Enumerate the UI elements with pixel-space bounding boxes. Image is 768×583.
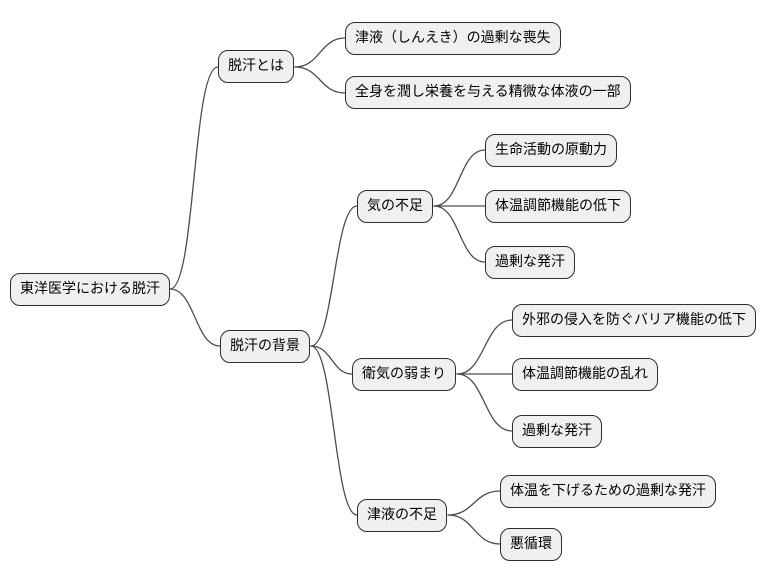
node-excess-sweat-eki: 過剰な発汗 — [512, 415, 602, 448]
connector-ki-ki3 — [433, 205, 486, 263]
node-shineki-deficiency: 津液の不足 — [357, 499, 447, 532]
node-shineki-loss: 津液（しんえき）の過剰な喪失 — [345, 22, 561, 55]
connector-what-what1 — [294, 37, 346, 68]
connector-shineki-s2 — [447, 514, 501, 545]
node-excess-sweat-ki: 過剰な発汗 — [485, 246, 575, 279]
connector-shineki-s1 — [447, 490, 501, 516]
node-thermoreg-decline: 体温調節機能の低下 — [485, 190, 631, 223]
connector-root-what — [169, 66, 219, 290]
node-dakkan-background: 脱汗の背景 — [220, 330, 310, 363]
node-root: 東洋医学における脱汗 — [10, 273, 170, 306]
connector-what-what2 — [294, 66, 346, 94]
connector-bg-ki — [310, 205, 358, 347]
node-eki-weakening: 衛気の弱まり — [352, 358, 456, 391]
node-vicious-cycle: 悪循環 — [500, 528, 562, 561]
node-nourishing-fluid: 全身を潤し栄養を与える精微な体液の一部 — [345, 76, 631, 109]
node-cooling-sweat: 体温を下げるための過剰な発汗 — [500, 475, 716, 508]
connector-eki-eki1 — [456, 319, 513, 375]
node-barrier-decline: 外邪の侵入を防ぐバリア機能の低下 — [512, 304, 756, 337]
connector-eki-eki3 — [456, 373, 513, 432]
connector-bg-eki — [310, 345, 353, 375]
connector-ki-ki1 — [433, 149, 486, 207]
connector-root-bg — [169, 288, 221, 347]
connector-bg-shineki — [310, 345, 358, 516]
node-ki-deficiency: 気の不足 — [357, 190, 433, 223]
node-what-is-dakkan: 脱汗とは — [218, 50, 294, 83]
node-life-force: 生命活動の原動力 — [485, 134, 617, 167]
node-thermoreg-disorder: 体温調節機能の乱れ — [512, 358, 658, 391]
